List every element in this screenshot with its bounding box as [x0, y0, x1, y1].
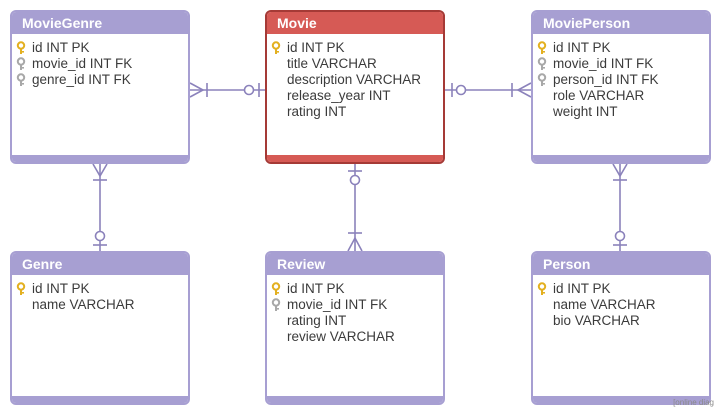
field-row[interactable]: weight INT — [533, 104, 709, 120]
field-text: id INT PK — [287, 40, 345, 55]
field-row[interactable]: title VARCHAR — [267, 56, 443, 72]
crows-foot-many-marker — [347, 236, 363, 252]
field-text: id INT PK — [32, 40, 90, 55]
entity-movieperson[interactable]: MoviePerson id INT PK movie_id INT FK pe… — [531, 10, 711, 164]
field-text: role VARCHAR — [553, 88, 645, 103]
foreign-key-icon — [16, 57, 26, 70]
primary-key-icon — [537, 41, 547, 54]
field-text: description VARCHAR — [287, 72, 422, 87]
field-text: rating INT — [287, 313, 347, 328]
field-row[interactable]: name VARCHAR — [533, 297, 709, 313]
field-text: name VARCHAR — [32, 297, 135, 312]
field-row[interactable]: id INT PK — [12, 281, 188, 297]
field-text: title VARCHAR — [287, 56, 377, 71]
field-text: movie_id INT FK — [287, 297, 388, 312]
field-text: movie_id INT FK — [553, 56, 654, 71]
foreign-key-icon — [271, 298, 281, 311]
entity-footer — [267, 155, 443, 162]
field-text: person_id INT FK — [553, 72, 659, 87]
relationship-movieperson-movie[interactable] — [445, 82, 532, 98]
field-row[interactable]: movie_id INT FK — [12, 56, 188, 72]
field-text: rating INT — [287, 104, 347, 119]
field-list: id INT PK movie_id INT FK rating INT rev… — [267, 275, 443, 345]
circle-optional-marker — [349, 174, 361, 186]
field-row[interactable]: id INT PK — [267, 281, 443, 297]
field-row[interactable]: id INT PK — [533, 281, 709, 297]
entity-review[interactable]: Review id INT PK movie_id INT FK rating … — [265, 251, 445, 405]
field-row[interactable]: id INT PK — [267, 40, 443, 56]
circle-optional-marker — [94, 230, 106, 242]
primary-key-icon — [16, 41, 26, 54]
entity-movie[interactable]: Movie id INT PK title VARCHAR descriptio… — [265, 10, 445, 164]
crows-foot-many-marker — [612, 163, 628, 178]
field-row[interactable]: description VARCHAR — [267, 72, 443, 88]
crows-foot-many-marker — [516, 82, 532, 98]
watermark-text: [online diag — [673, 398, 714, 407]
field-row[interactable]: review VARCHAR — [267, 329, 443, 345]
field-list: id INT PK name VARCHAR — [12, 275, 188, 313]
field-list: id INT PK title VARCHAR description VARC… — [267, 34, 443, 120]
relationship-review-movie[interactable] — [347, 164, 363, 252]
entity-header[interactable]: Person — [533, 253, 709, 275]
field-text: name VARCHAR — [553, 297, 656, 312]
field-text: id INT PK — [287, 281, 345, 296]
relationship-moviegenre-movie[interactable] — [189, 82, 265, 98]
field-row[interactable]: person_id INT FK — [533, 72, 709, 88]
entity-person[interactable]: Person id INT PK name VARCHAR bio VARCHA… — [531, 251, 711, 405]
entity-footer — [533, 155, 709, 162]
field-list: id INT PK movie_id INT FK genre_id INT F… — [12, 34, 188, 88]
circle-optional-marker — [455, 84, 467, 96]
foreign-key-icon — [537, 73, 547, 86]
field-text: id INT PK — [32, 281, 90, 296]
entity-footer — [12, 155, 188, 162]
relationship-moviegenre-genre[interactable] — [92, 163, 108, 251]
field-row[interactable]: id INT PK — [533, 40, 709, 56]
field-row[interactable]: id INT PK — [12, 40, 188, 56]
field-text: id INT PK — [553, 281, 611, 296]
field-row[interactable]: name VARCHAR — [12, 297, 188, 313]
foreign-key-icon — [16, 73, 26, 86]
primary-key-icon — [271, 282, 281, 295]
primary-key-icon — [271, 41, 281, 54]
circle-optional-marker — [614, 230, 626, 242]
field-text: id INT PK — [553, 40, 611, 55]
primary-key-icon — [16, 282, 26, 295]
field-text: release_year INT — [287, 88, 391, 103]
field-list: id INT PK movie_id INT FK person_id INT … — [533, 34, 709, 120]
field-row[interactable]: movie_id INT FK — [533, 56, 709, 72]
entity-header[interactable]: Review — [267, 253, 443, 275]
foreign-key-icon — [537, 57, 547, 70]
field-row[interactable]: rating INT — [267, 104, 443, 120]
entity-genre[interactable]: Genre id INT PK name VARCHAR — [10, 251, 190, 405]
circle-optional-marker — [243, 84, 255, 96]
field-row[interactable]: role VARCHAR — [533, 88, 709, 104]
field-row[interactable]: rating INT — [267, 313, 443, 329]
field-text: review VARCHAR — [287, 329, 395, 344]
field-row[interactable]: bio VARCHAR — [533, 313, 709, 329]
entity-footer — [12, 396, 188, 403]
field-row[interactable]: release_year INT — [267, 88, 443, 104]
field-list: id INT PK name VARCHAR bio VARCHAR — [533, 275, 709, 329]
crows-foot-many-marker — [189, 82, 205, 98]
primary-key-icon — [537, 282, 547, 295]
relationship-movieperson-person[interactable] — [612, 163, 628, 251]
field-text: genre_id INT FK — [32, 72, 131, 87]
entity-moviegenre[interactable]: MovieGenre id INT PK movie_id INT FK gen… — [10, 10, 190, 164]
entity-header[interactable]: Movie — [267, 12, 443, 34]
field-row[interactable]: genre_id INT FK — [12, 72, 188, 88]
crows-foot-many-marker — [92, 163, 108, 178]
entity-footer — [533, 396, 709, 403]
field-text: weight INT — [553, 104, 618, 119]
entity-footer — [267, 396, 443, 403]
field-text: movie_id INT FK — [32, 56, 133, 71]
field-row[interactable]: movie_id INT FK — [267, 297, 443, 313]
entity-header[interactable]: Genre — [12, 253, 188, 275]
field-text: bio VARCHAR — [553, 313, 640, 328]
entity-header[interactable]: MoviePerson — [533, 12, 709, 34]
entity-header[interactable]: MovieGenre — [12, 12, 188, 34]
